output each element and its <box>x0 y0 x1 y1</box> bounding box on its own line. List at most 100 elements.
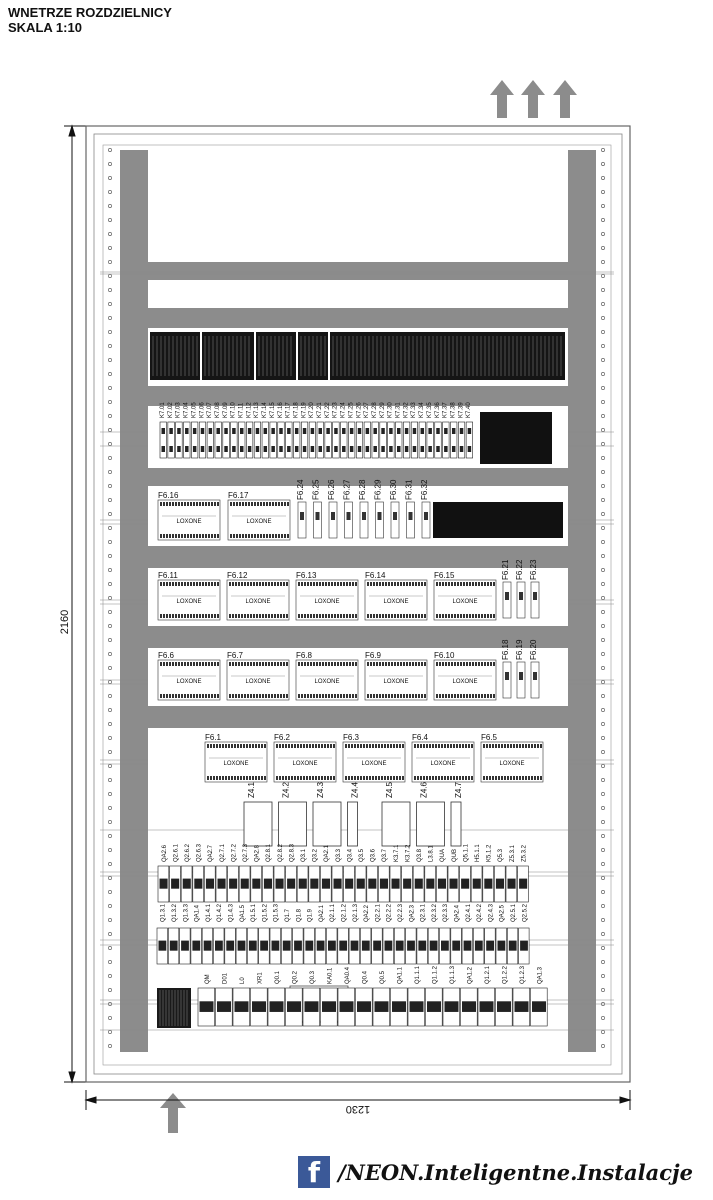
terminal <box>232 582 234 586</box>
terminal <box>372 744 374 748</box>
breaker-toggle <box>486 940 494 951</box>
terminal <box>313 614 315 618</box>
terminal <box>534 776 536 780</box>
relay-indicator <box>294 446 299 452</box>
terminal <box>252 776 254 780</box>
fuse-cartridge <box>408 512 413 520</box>
terminal <box>334 662 336 666</box>
perforation-hole <box>601 246 605 250</box>
terminal <box>257 502 259 506</box>
terminal <box>184 694 186 698</box>
terminal <box>519 776 521 780</box>
terminal <box>271 694 273 698</box>
terminal <box>432 776 434 780</box>
terminal <box>534 744 536 748</box>
terminal <box>490 614 492 618</box>
terminal <box>163 614 165 618</box>
relay-indicator <box>334 428 338 434</box>
terminal <box>478 662 480 666</box>
terminal <box>240 744 242 748</box>
fuse-cartridge <box>362 512 366 520</box>
terminal <box>445 694 447 698</box>
terminal <box>199 502 201 506</box>
perforation-hole <box>108 302 112 306</box>
facebook-icon[interactable]: f <box>298 1156 330 1188</box>
terminal <box>202 582 204 586</box>
perforation-hole <box>108 554 112 558</box>
terminal <box>300 744 302 748</box>
terminal <box>402 744 404 748</box>
terminal <box>199 662 201 666</box>
terminal <box>484 614 486 618</box>
terminal <box>492 776 494 780</box>
breaker-label: Q2.4.2 <box>477 903 483 922</box>
terminal <box>366 776 368 780</box>
perforation-hole <box>108 414 112 418</box>
breaker-toggle <box>217 1001 231 1012</box>
breaker-toggle <box>429 940 438 951</box>
fuse-cartridge <box>505 672 509 680</box>
relay-label: K7.17 <box>286 402 292 418</box>
contactor <box>416 801 445 847</box>
terminal <box>325 694 327 698</box>
breaker-toggle <box>403 878 412 889</box>
perforation-hole <box>108 974 112 978</box>
relay-module <box>222 421 230 459</box>
perforation-hole <box>601 540 605 544</box>
breaker-label: Q5.1.1 <box>463 843 469 862</box>
terminal <box>214 582 216 586</box>
relay-module <box>246 421 254 459</box>
terminal <box>487 694 489 698</box>
terminal <box>382 662 384 666</box>
terminal <box>522 776 524 780</box>
terminal <box>304 582 306 586</box>
loxone-module-label: F6.17 <box>228 491 249 500</box>
terminal <box>217 534 219 538</box>
terminal <box>184 614 186 618</box>
breaker-toggle <box>441 940 449 951</box>
terminal <box>373 614 375 618</box>
perforation-hole <box>601 904 605 908</box>
terminal <box>387 776 389 780</box>
terminal <box>166 534 168 538</box>
drawing-title: WNETRZE ROZDZIELNICY <box>8 5 172 20</box>
perforation-hole <box>108 540 112 544</box>
terminal <box>487 582 489 586</box>
terminal <box>297 744 299 748</box>
terminal <box>219 744 221 748</box>
relay-indicator <box>185 428 189 434</box>
relay-indicator <box>216 428 220 434</box>
terminal <box>328 694 330 698</box>
breaker-label: Q1.4.3 <box>228 903 234 922</box>
terminal <box>415 662 417 666</box>
terminal <box>495 744 497 748</box>
terminal <box>166 502 168 506</box>
relay-label: K7.04 <box>184 402 190 418</box>
terminal <box>436 614 438 618</box>
terminal <box>466 694 468 698</box>
terminal <box>439 582 441 586</box>
terminal <box>352 662 354 666</box>
terminal <box>241 694 243 698</box>
contactor-label: Z4.7 <box>454 781 463 798</box>
terminal <box>390 776 392 780</box>
terminal <box>331 614 333 618</box>
breaker-label: Q2.4.1 <box>466 903 472 922</box>
terminal <box>469 694 471 698</box>
terminal <box>460 582 462 586</box>
loxone-module-label: F6.15 <box>434 571 455 580</box>
loxone-brand-label: LOXONE <box>383 599 408 605</box>
terminal <box>424 694 426 698</box>
perforation-hole <box>601 680 605 684</box>
terminal <box>217 502 219 506</box>
terminal <box>261 744 263 748</box>
terminal <box>445 582 447 586</box>
perforation-hole <box>601 260 605 264</box>
loxone-module-label: F6.8 <box>296 651 313 660</box>
loxone-brand-label: LOXONE <box>430 761 455 767</box>
terminal <box>349 582 351 586</box>
breaker-toggle <box>294 940 302 951</box>
terminal <box>208 614 210 618</box>
